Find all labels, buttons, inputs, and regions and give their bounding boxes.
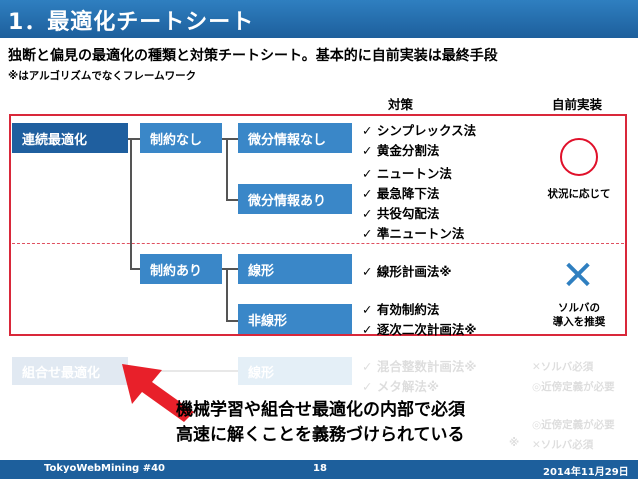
method-item: ✓ ニュートン法 (362, 166, 452, 181)
footer-event: TokyoWebMining #40 (44, 463, 165, 474)
callout-line-1: 機械学習や組合せ最適化の内部で必須 (176, 400, 465, 420)
slide-subtitle: 独断と偏見の最適化の種類と対策チートシート。基本的に自前実装は最終手段 (8, 48, 498, 64)
framework-note: ※はアルゴリズムでなくフレームワーク (8, 70, 197, 82)
connector-line (226, 320, 238, 322)
verdict-circle-label: 状況に応じて (547, 188, 611, 200)
verdict-cross-label-1: ソルバの (558, 302, 600, 314)
node-no-derivative: 微分情報なし (238, 123, 352, 153)
faded-verdict: ✕ソルバ必須 (532, 439, 594, 451)
cross-mark-icon: ✕ (561, 253, 595, 299)
method-item: ✓ 線形計画法※ (362, 264, 452, 279)
footer-page-number: 18 (313, 463, 327, 474)
connector-line (128, 138, 140, 140)
faded-verdict: ※ (509, 437, 520, 449)
node-nonlinear: 非線形 (238, 304, 352, 334)
connector-line (130, 138, 132, 269)
footer-date: 2014年11月29日 (543, 467, 629, 478)
connector-line (222, 138, 238, 140)
node-combinatorial-linear: 線形 (238, 357, 352, 385)
faded-verdict: ✕ソルバ必須 (532, 361, 594, 373)
connector-line (128, 370, 238, 372)
method-item: ✓ 共役勾配法 (362, 206, 440, 221)
connector-line (222, 268, 238, 270)
method-item: ✓ シンプレックス法 (362, 123, 477, 138)
method-item: ✓ メタ解法※ (362, 379, 439, 394)
method-item: ✓ 黄金分割法 (362, 143, 440, 158)
title-bar (0, 0, 638, 38)
column-header-own-impl: 自前実装 (552, 97, 603, 112)
callout-text: 機械学習や組合せ最適化の内部で必須 高速に解くことを義務づけられている (176, 398, 465, 448)
connector-line (130, 268, 142, 270)
node-constrained: 制約あり (140, 254, 222, 284)
node-unconstrained: 制約なし (140, 123, 222, 153)
connector-line (226, 199, 238, 201)
node-continuous-optimization: 連続最適化 (12, 123, 128, 153)
node-with-derivative: 微分情報あり (238, 184, 352, 214)
node-linear: 線形 (238, 254, 352, 284)
dashed-separator (12, 243, 624, 244)
column-header-countermeasure: 対策 (388, 97, 414, 112)
node-combinatorial-optimization: 組合せ最適化 (12, 357, 128, 385)
method-item: ✓ 準ニュートン法 (362, 226, 465, 241)
method-item: ✓ 混合整数計画法※ (362, 359, 477, 374)
connector-line (226, 268, 228, 321)
faded-verdict: ◎近傍定義が必要 (532, 381, 615, 393)
connector-line (226, 138, 228, 200)
footer-bar (0, 460, 638, 479)
slide-title: 1．最適化チートシート (8, 10, 255, 35)
faded-verdict: ◎近傍定義が必要 (532, 419, 615, 431)
method-item: ✓ 最急降下法 (362, 186, 440, 201)
circle-mark-icon (560, 138, 598, 176)
red-arrow-icon (122, 364, 194, 422)
continuous-optimization-frame (9, 114, 627, 336)
verdict-cross-label-2: 導入を推奨 (552, 316, 606, 328)
method-item: ✓ 逐次二次計画法※ (362, 322, 477, 337)
callout-line-2: 高速に解くことを義務づけられている (176, 425, 465, 445)
method-item: ✓ 有効制約法 (362, 302, 440, 317)
